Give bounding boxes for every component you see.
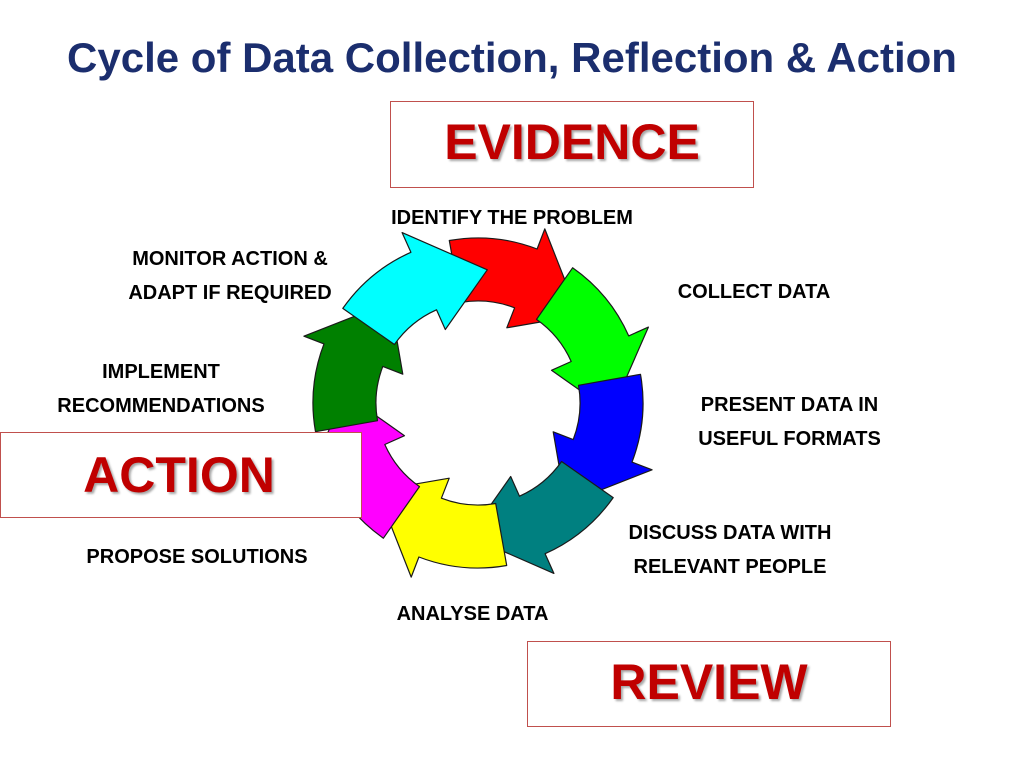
review-phase-box: REVIEW bbox=[527, 641, 891, 727]
step-label-discuss-data: DISCUSS DATA WITH RELEVANT PEOPLE bbox=[628, 522, 832, 578]
cycle-arrow-present-data bbox=[552, 373, 653, 505]
review-phase-label: REVIEW bbox=[610, 654, 808, 710]
action-phase-box: ACTION bbox=[0, 432, 362, 518]
step-label-collect-data: COLLECT DATA bbox=[677, 281, 831, 303]
cycle-arrow-identify-problem bbox=[448, 228, 580, 329]
evidence-phase-box: EVIDENCE bbox=[390, 101, 754, 188]
cycle-arrow-implement-recommendations bbox=[303, 301, 404, 433]
page-title: Cycle of Data Collection, Reflection & A… bbox=[67, 34, 957, 81]
action-phase-label: ACTION bbox=[83, 447, 275, 503]
step-label-propose-solutions: PROPOSE SOLUTIONS bbox=[86, 546, 308, 568]
cycle-arrow-discuss-data bbox=[468, 460, 614, 574]
step-label-identify-problem: IDENTIFY THE PROBLEM bbox=[391, 207, 633, 229]
cycle-arrow-analyse-data bbox=[376, 477, 508, 578]
evidence-phase-label: EVIDENCE bbox=[444, 113, 700, 170]
step-label-present-data: PRESENT DATA IN USEFUL FORMATS bbox=[698, 394, 881, 450]
cycle-arrow-collect-data bbox=[535, 267, 649, 413]
cycle-arrow-monitor-action bbox=[342, 232, 488, 346]
step-label-analyse-data: ANALYSE DATA bbox=[396, 603, 549, 625]
step-label-monitor-action: MONITOR ACTION & ADAPT IF REQUIRED bbox=[128, 248, 332, 304]
step-label-implement-recommendations: IMPLEMENT RECOMMENDATIONS bbox=[57, 361, 265, 417]
